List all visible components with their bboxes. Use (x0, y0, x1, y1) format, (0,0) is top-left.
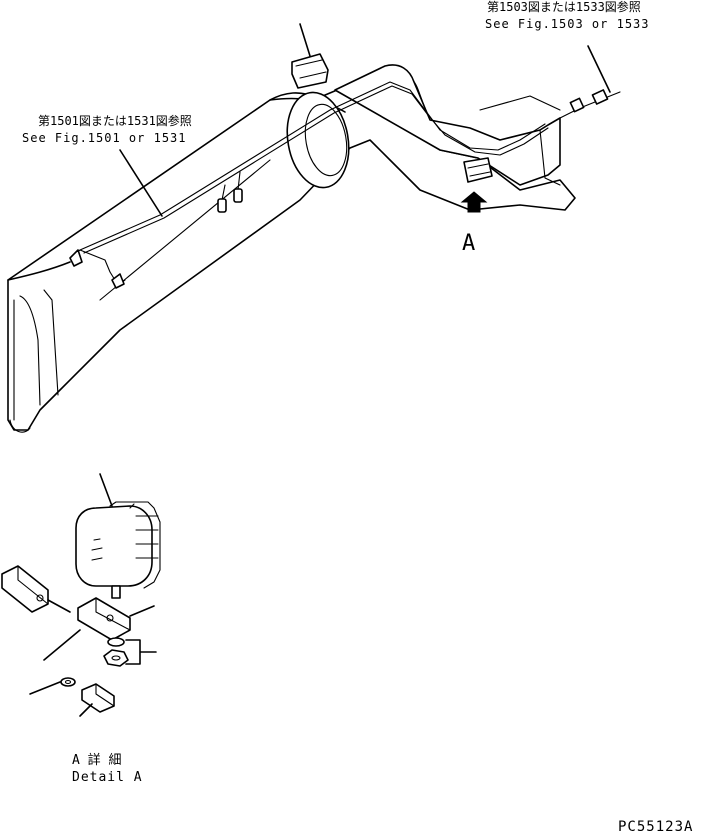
hex-nut (103, 649, 129, 667)
hanging-connector (233, 188, 243, 203)
wiring-harness (69, 81, 621, 289)
leader-line (99, 473, 113, 507)
detail-caption-en: Detail A (72, 770, 143, 785)
leader-line (587, 45, 611, 93)
ref-top-right-en: See Fig.1503 or 1533 (485, 17, 650, 31)
boom-assembly (7, 64, 576, 433)
boom-lamp-a (463, 157, 493, 183)
boom-collar (286, 91, 350, 189)
ref-left-jp: 第1501図または1531図参照 (38, 113, 192, 128)
hex-bolt (81, 683, 115, 713)
lamp-stem (111, 585, 121, 599)
hanging-connector (217, 198, 227, 213)
boom-lamp-top (291, 23, 329, 89)
flat-washer (60, 677, 76, 687)
detail-a-view (1, 473, 161, 717)
view-marker-label: A (462, 231, 475, 256)
harness-connector (591, 89, 609, 105)
mounting-bracket (77, 597, 131, 641)
work-lamp (75, 505, 153, 587)
harness-connector (569, 97, 585, 113)
ref-left-en: See Fig.1501 or 1531 (22, 131, 187, 145)
boom-head (334, 64, 561, 186)
drawing-code: PC55123A (618, 819, 693, 834)
lock-washer (107, 637, 125, 647)
harness-clamp (69, 249, 83, 267)
view-arrow-icon (460, 191, 488, 213)
ref-top-right-jp: 第1503図または1533図参照 (487, 0, 641, 14)
harness-clamp (111, 273, 125, 289)
spacer-block (1, 565, 49, 613)
leader-line (119, 149, 163, 217)
detail-caption-jp: A 詳 細 (72, 752, 121, 768)
